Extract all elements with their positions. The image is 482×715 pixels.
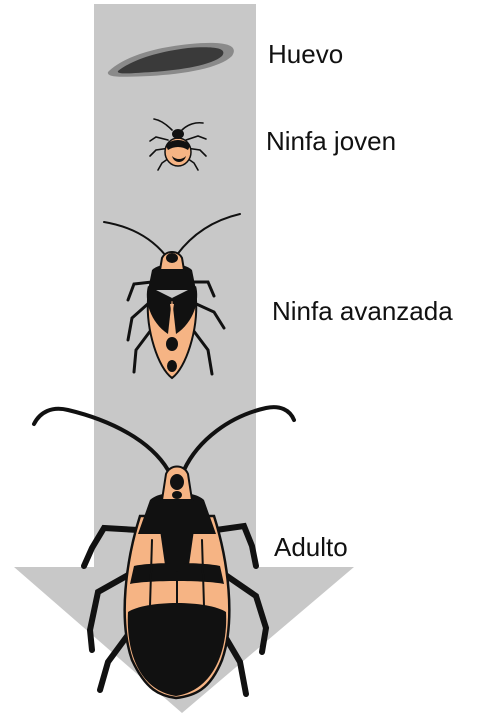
stage-label-egg: Huevo [268,41,343,67]
stage-label-young-nymph: Ninfa joven [266,128,396,154]
stage-label-late-nymph: Ninfa avanzada [272,298,453,324]
stage-label-adult: Adulto [274,534,348,560]
